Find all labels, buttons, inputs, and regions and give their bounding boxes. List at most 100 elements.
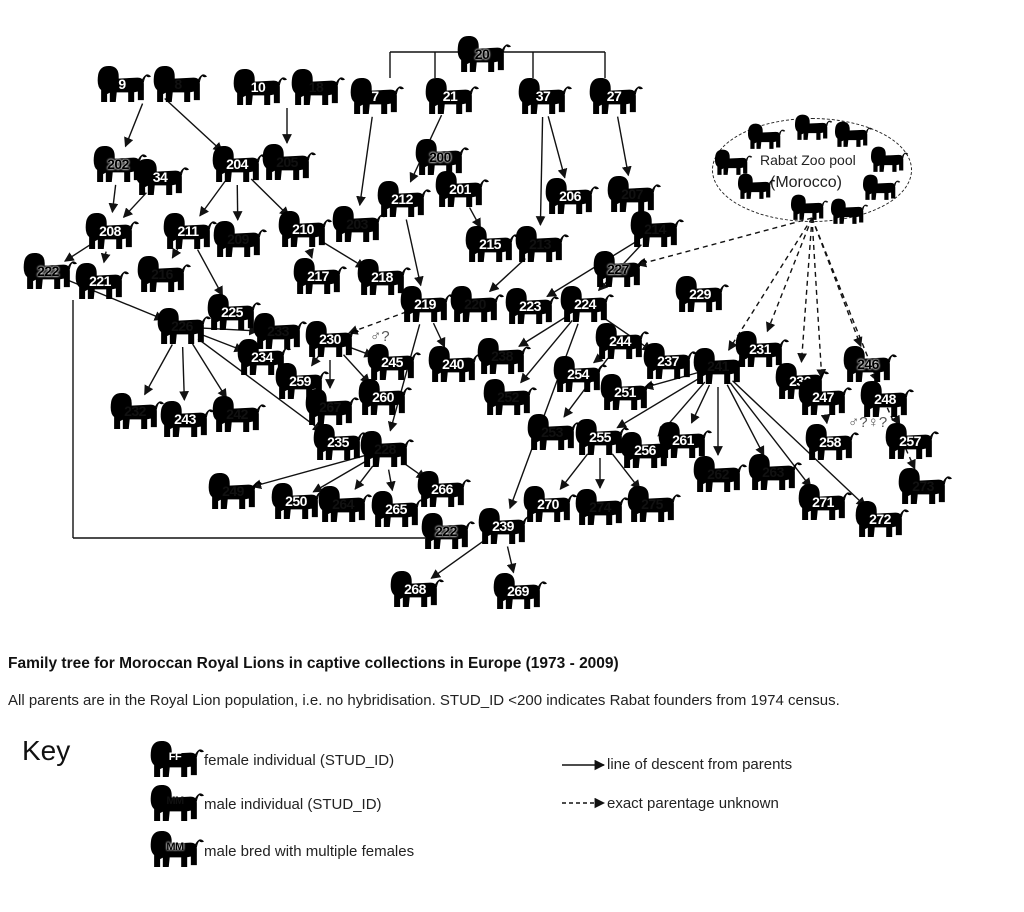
- stud-id-label: 226: [171, 318, 193, 334]
- lion-node-257: 257: [881, 421, 939, 463]
- stud-id-label: 224: [574, 296, 596, 312]
- lion-node-245: 245: [363, 342, 421, 384]
- stud-id-label: 263: [762, 464, 784, 480]
- descent-arrow-pool-to-248: [811, 217, 879, 383]
- lion-node-253: 253: [523, 412, 581, 454]
- descent-arrow-208-to-222a: [63, 242, 94, 262]
- descent-arrow-213-to-220: [488, 258, 526, 293]
- lion-node-204: 204: [208, 144, 266, 186]
- stud-id-label: 21: [442, 88, 458, 104]
- stud-id-label: 8: [174, 76, 182, 92]
- pool-lion-icon: [832, 120, 873, 149]
- stud-id-label: 245: [381, 354, 403, 370]
- stud-id-label: 234: [251, 349, 273, 365]
- descent-arrow-204-to-211: [199, 180, 226, 217]
- lion-node-239: 239: [474, 506, 532, 548]
- lion-node-203: 203: [328, 204, 386, 246]
- descent-arrow-201-to-215: [468, 207, 482, 229]
- unknown-male-annotation: ♂?: [370, 328, 390, 345]
- descent-arrow-219-to-228: [387, 324, 421, 432]
- stud-id-label: 274: [589, 499, 611, 515]
- stud-id-label: 268: [404, 581, 426, 597]
- lion-node-34: 34: [131, 157, 189, 199]
- lion-node-241: 241: [689, 346, 747, 388]
- stud-id-label: 227: [607, 261, 629, 277]
- lion-node-251: 251: [596, 372, 654, 414]
- lion-node-275: 275: [623, 484, 681, 526]
- stud-id-label: 213: [529, 236, 551, 252]
- rabat-zoo-pool: [712, 118, 912, 222]
- stud-id-label: 222: [37, 263, 59, 279]
- lion-node-258: 258: [801, 422, 859, 464]
- stud-id-label: 241: [707, 358, 729, 374]
- lion-node-225: 225: [203, 292, 261, 334]
- descent-arrow-202-to-208: [108, 184, 119, 214]
- descent-arrow-241-to-271: [729, 382, 812, 488]
- stud-id-label: 246: [857, 356, 879, 372]
- descent-arrow-247-to-258: [820, 413, 831, 425]
- lion-node-21: 21: [421, 76, 479, 118]
- stud-id-label: 264: [332, 496, 354, 512]
- stud-id-label: 240: [442, 356, 464, 372]
- descent-arrow-219-to-230: [347, 311, 407, 335]
- lion-node-263: 263: [744, 452, 802, 494]
- stud-id-label: 233: [267, 323, 289, 339]
- stud-id-label: 217: [307, 268, 329, 284]
- descent-arrow-239-to-269: [506, 546, 517, 574]
- key-female-label: female individual (STUD_ID): [204, 752, 395, 769]
- stud-id-label: 237: [657, 353, 679, 369]
- stud-id-label: 244: [609, 333, 631, 349]
- lion-node-226: 226: [153, 306, 211, 348]
- descent-arrow-241-to-255: [616, 376, 702, 429]
- stud-id-label: 273: [912, 478, 934, 494]
- stud-id-label: 20: [474, 46, 490, 62]
- lion-node-218: 218: [353, 257, 411, 299]
- pool-lion-icon: [860, 173, 901, 202]
- stud-id-label: 204: [226, 156, 248, 172]
- lion-node-215: 215: [461, 224, 519, 266]
- key-solid-label: line of descent from parents: [607, 756, 793, 773]
- stud-id-label: 205: [276, 154, 298, 170]
- lion-node-202: 202: [89, 144, 147, 186]
- stud-id-label: 258: [819, 434, 841, 450]
- stud-id-label: 34: [152, 169, 168, 185]
- stud-id-label: 214: [644, 221, 666, 237]
- descent-arrow-27-to-207: [616, 116, 632, 177]
- lion-node-255: 255: [571, 417, 629, 459]
- lion-node-250: 250: [267, 481, 325, 523]
- descent-arrow-211-to-216: [171, 247, 182, 259]
- lion-node-233: 233: [249, 311, 307, 353]
- lion-node-206: 206: [541, 176, 599, 218]
- key-male-lion-icon: MM: [146, 783, 204, 825]
- key-title: Key: [22, 735, 71, 766]
- pool-lion-icon: [792, 113, 833, 142]
- pool-lion-icon: [745, 122, 786, 151]
- descent-arrow-9-8-to-202: [124, 103, 144, 148]
- stud-id-label: 254: [567, 366, 589, 382]
- descent-arrow-226-to-234: [200, 333, 245, 353]
- pool-sublabel: (Morocco): [770, 174, 843, 191]
- stud-id-label: 251: [614, 384, 636, 400]
- lion-node-231: 231: [731, 329, 789, 371]
- lion-node-27: 27: [585, 76, 643, 118]
- pool-lion-icon: [788, 193, 829, 222]
- descent-arrow-230-to-259: [311, 355, 321, 367]
- descent-arrow-226-to-232: [144, 344, 173, 396]
- descent-arrow-210-to-217: [304, 248, 314, 259]
- lion-node-271: 271: [794, 482, 852, 524]
- lion-node-248: 248: [856, 379, 914, 421]
- stud-id-label: 275: [641, 496, 663, 512]
- lion-node-230: 230: [301, 319, 359, 361]
- stud-id-label: 266: [431, 481, 453, 497]
- descent-arrow-224-to-237: [601, 315, 653, 352]
- lion-node-235: 235: [309, 422, 367, 464]
- key-multi-label: male bred with multiple females: [204, 843, 415, 860]
- descent-arrow-212-to-219: [405, 219, 424, 287]
- lion-node-249: 249: [204, 471, 262, 513]
- lion-node-234: 234: [233, 337, 291, 379]
- stud-id-label: 260: [372, 389, 394, 405]
- lion-node-201: 201: [431, 169, 489, 211]
- descent-arrow-255-to-270: [559, 453, 589, 490]
- lion-node-227: 227: [589, 249, 647, 291]
